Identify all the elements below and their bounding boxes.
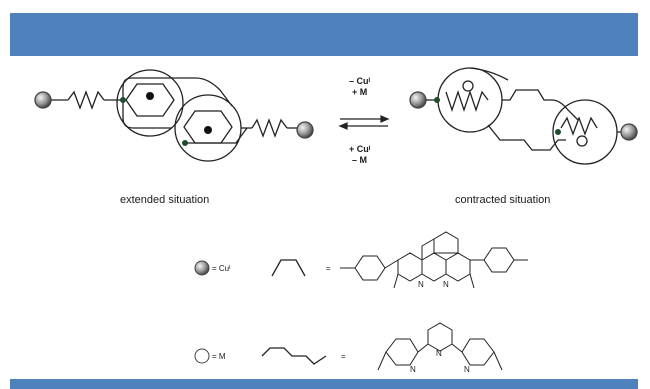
copper-dot-lower: [204, 126, 212, 134]
condition-forward-2: + M: [352, 87, 367, 97]
phenanthroline-structure: [340, 231, 528, 289]
condition-reverse-1: + Cuᴵ: [349, 144, 371, 154]
spring-in-ring-right: [560, 116, 598, 136]
spring-in-ring-left: [445, 89, 489, 113]
caption-contracted: contracted situation: [455, 194, 550, 206]
nitrogen-label: N: [443, 280, 449, 289]
contracted-rotaxane: [409, 67, 638, 165]
junction-node: [120, 97, 126, 103]
extended-rotaxane: [34, 69, 314, 162]
terpyridine-structure: [377, 322, 503, 371]
ring-left: [437, 67, 503, 133]
junction-node: [555, 129, 561, 135]
junction-node: [434, 97, 440, 103]
nitrogen-label: N: [418, 280, 424, 289]
condition-reverse-2: – M: [352, 155, 367, 165]
legend-m-label: = M: [212, 352, 226, 361]
footer-band: [10, 379, 638, 389]
stopper-ball-left: [34, 91, 52, 109]
equilibrium-arrows: [338, 115, 390, 130]
ring-upper: [116, 69, 184, 137]
legend-copper: = Cuᴵ: [194, 260, 230, 276]
condition-forward-1: – Cuᴵ: [349, 76, 371, 86]
stopper-ball-right: [296, 121, 314, 139]
junction-node: [182, 140, 188, 146]
legend-long-chain: [261, 347, 327, 365]
copper-dot-upper: [146, 92, 154, 100]
header-band: [10, 13, 638, 56]
metal-dot-right: [576, 135, 588, 147]
nitrogen-label: N: [410, 365, 416, 374]
metal-dot-left: [462, 80, 474, 92]
nitrogen-label: N: [464, 365, 470, 374]
legend-cu-label: = Cuᴵ: [212, 264, 230, 273]
legend-equals-2: =: [341, 352, 346, 361]
legend-short-chain: [271, 259, 306, 277]
caption-extended: extended situation: [120, 194, 209, 206]
spring-left: [67, 90, 105, 110]
stopper-ball-right: [620, 123, 638, 141]
spring-right: [251, 118, 288, 138]
stopper-ball-left: [409, 91, 427, 109]
ring-right: [552, 99, 618, 165]
nitrogen-label: N: [436, 349, 442, 358]
legend-metal: = M: [194, 348, 226, 364]
legend-equals-1: =: [326, 264, 331, 273]
